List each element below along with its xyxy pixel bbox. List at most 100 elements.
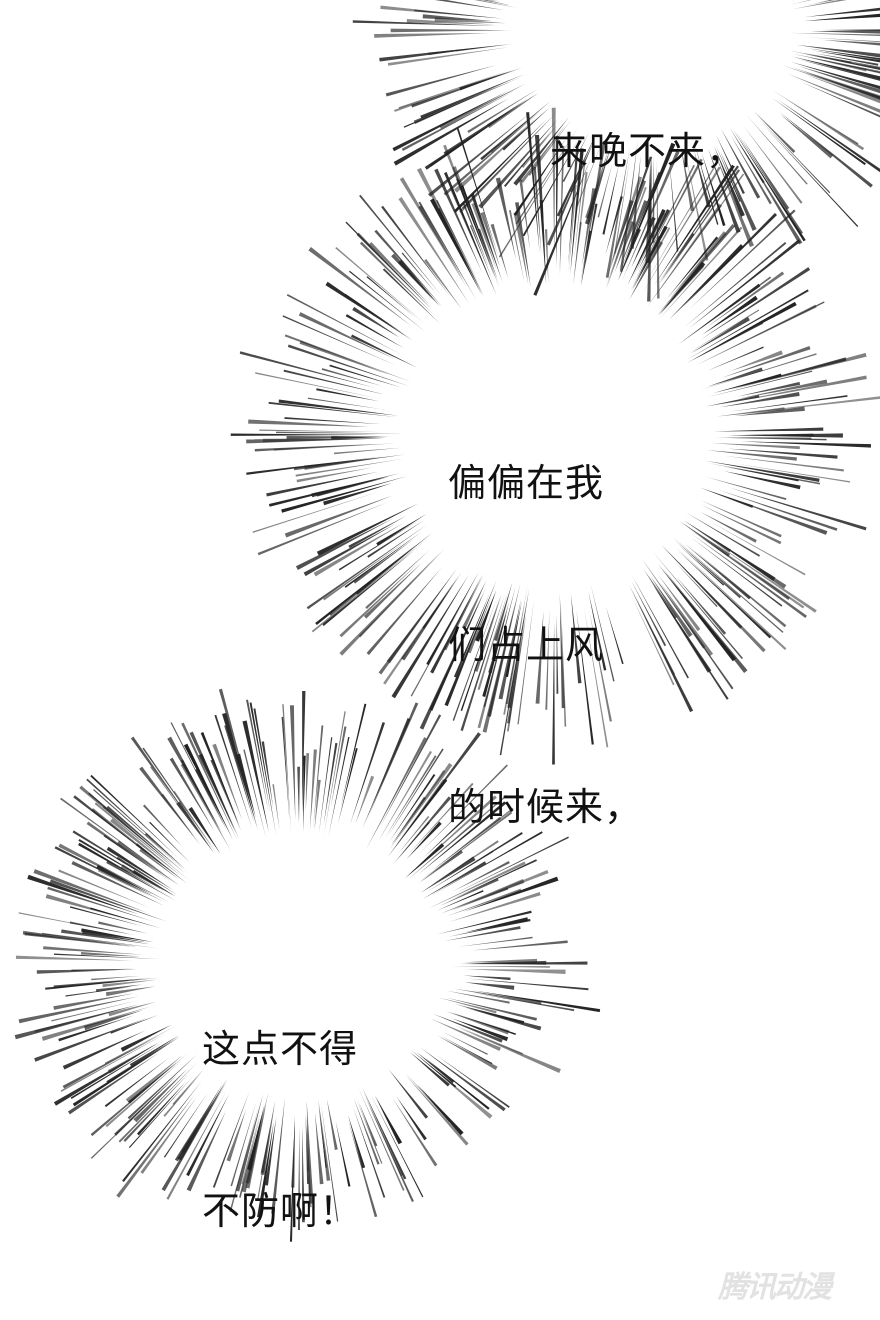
speed-line (140, 1096, 198, 1174)
speed-line (617, 228, 641, 282)
speed-line (627, 208, 666, 286)
speed-line (619, 142, 676, 278)
speed-line (556, 614, 559, 694)
speed-line (91, 975, 141, 981)
speed-line (713, 427, 824, 432)
speed-line (498, 598, 522, 700)
speed-line (298, 312, 395, 360)
speed-line (742, 139, 790, 210)
speed-line (337, 748, 358, 824)
speed-line (345, 221, 432, 310)
speed-line (33, 869, 148, 913)
text-line: 这点不得 (202, 1027, 359, 1071)
speed-line (471, 940, 568, 951)
speed-line (218, 688, 255, 813)
speed-line (348, 515, 407, 549)
speed-line (284, 334, 412, 383)
speed-line (574, 160, 586, 260)
speed-line (365, 737, 427, 850)
speed-line (374, 33, 489, 38)
speed-line (480, 100, 552, 161)
speed-line (186, 1093, 230, 1177)
speed-line (458, 1027, 561, 1073)
speech-text-bottom: 这点不得 不防啊！ (202, 914, 358, 1320)
speed-line (467, 978, 589, 991)
speed-line (355, 548, 414, 595)
speed-line (700, 511, 757, 543)
speed-line (559, 593, 565, 709)
speed-line (762, 124, 859, 228)
speed-line (53, 993, 134, 1010)
speed-line (716, 134, 745, 194)
speed-line (316, 503, 419, 556)
speed-line (281, 476, 408, 513)
speed-line (622, 150, 680, 280)
speed-line (78, 842, 158, 890)
speed-line (719, 375, 867, 405)
speed-line (440, 1035, 493, 1065)
speed-line (725, 437, 827, 441)
speed-line (472, 992, 575, 1012)
speed-line (120, 864, 165, 892)
speed-line (296, 467, 373, 483)
speed-line (711, 443, 800, 450)
speed-line (472, 990, 601, 1013)
speed-line (793, 57, 880, 80)
speed-line (143, 804, 183, 847)
speed-line (348, 270, 426, 333)
speed-line (314, 1112, 324, 1185)
speed-line (503, 583, 528, 715)
speed-line (388, 1068, 429, 1119)
speed-line (58, 843, 169, 902)
speed-line (41, 932, 159, 949)
speed-line (461, 111, 558, 209)
speed-line (490, 223, 509, 279)
speed-line (58, 1015, 135, 1042)
speed-line (132, 869, 176, 897)
speed-line (806, 0, 836, 6)
speed-line (309, 749, 317, 830)
speed-line (374, 229, 443, 307)
speed-line (320, 1102, 339, 1222)
speed-line (391, 574, 470, 699)
speed-line (303, 755, 306, 832)
speed-line (816, 0, 833, 4)
speed-line (535, 610, 544, 704)
speed-line (424, 258, 462, 310)
speed-line (273, 443, 396, 451)
speed-line (449, 186, 495, 292)
speed-line (385, 65, 497, 97)
speed-line (729, 128, 765, 184)
speed-line (316, 388, 380, 402)
speed-line (399, 177, 467, 287)
speed-line (169, 757, 215, 832)
speed-line (568, 185, 577, 275)
speed-line (804, 13, 880, 21)
speed-line (338, 520, 419, 571)
speed-line (107, 1042, 159, 1074)
speed-line (705, 395, 760, 407)
speed-line (14, 1004, 140, 1040)
speed-line (522, 138, 580, 237)
speed-line (291, 1118, 295, 1188)
speech-text-middle: 偏偏在我 们占上风 的时候来， (448, 348, 643, 942)
speed-line (161, 793, 196, 838)
speed-line (460, 594, 505, 732)
speed-line (678, 545, 725, 586)
speed-line (382, 268, 441, 324)
speed-line (534, 134, 545, 256)
burst-bottom (14, 688, 601, 1242)
speed-line (283, 369, 384, 395)
speed-line (401, 584, 454, 661)
speed-line (323, 541, 406, 601)
speed-line (172, 1068, 204, 1105)
speed-line (297, 766, 300, 823)
speed-line (656, 173, 745, 296)
speed-line (464, 982, 515, 990)
speed-line (367, 702, 419, 820)
speed-line (632, 590, 676, 675)
speed-line (706, 534, 787, 589)
speed-line (705, 460, 820, 482)
speed-line (689, 209, 796, 309)
speed-line (645, 166, 716, 284)
